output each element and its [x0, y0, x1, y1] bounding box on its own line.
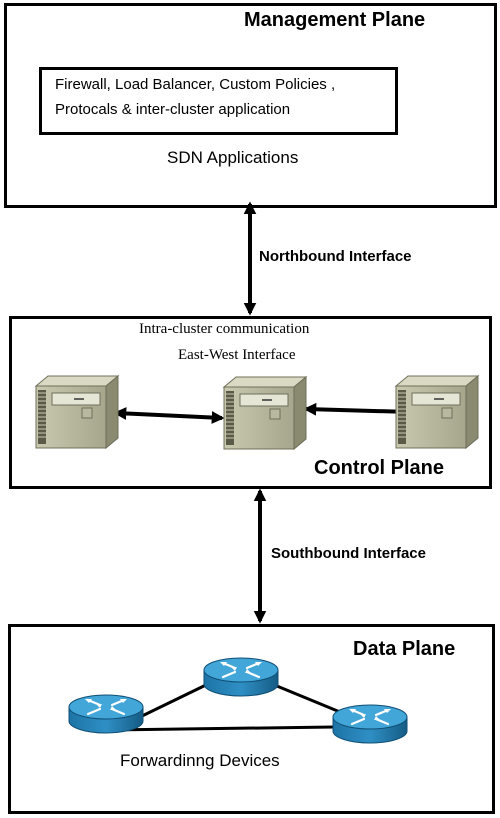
controller-server-right-icon	[394, 374, 480, 450]
controller-server-left-icon	[34, 374, 120, 450]
router-link-top-right	[271, 682, 341, 714]
router-top-icon	[203, 657, 279, 697]
controller-server-middle-icon	[222, 375, 308, 451]
sdn-apps-line-1: Firewall, Load Balancer, Custom Policies…	[55, 76, 336, 93]
management-plane-title: Management Plane	[244, 9, 426, 31]
east-west-arrow-right	[303, 402, 413, 419]
router-left-icon	[68, 694, 144, 734]
sdn-applications-caption: SDN Applications	[167, 148, 299, 167]
control-plane-title: Control Plane	[314, 457, 445, 479]
east-west-arrow-left	[113, 407, 225, 424]
east-west-interface-label: East-West Interface	[178, 347, 296, 363]
router-link-left-right	[109, 725, 335, 732]
router-link-top-left	[141, 681, 211, 718]
southbound-interface-label: Southbound Interface	[271, 545, 426, 562]
intra-cluster-label: Intra-cluster communication	[139, 321, 310, 337]
northbound-interface-label: Northbound Interface	[259, 248, 412, 265]
forwarding-devices-caption: Forwardinng Devices	[120, 751, 280, 770]
data-plane-title: Data Plane	[353, 638, 456, 660]
sdn-applications-box	[39, 67, 398, 135]
router-right-icon	[332, 704, 408, 744]
sdn-apps-line-2: Protocals & inter-cluster application	[55, 101, 291, 118]
